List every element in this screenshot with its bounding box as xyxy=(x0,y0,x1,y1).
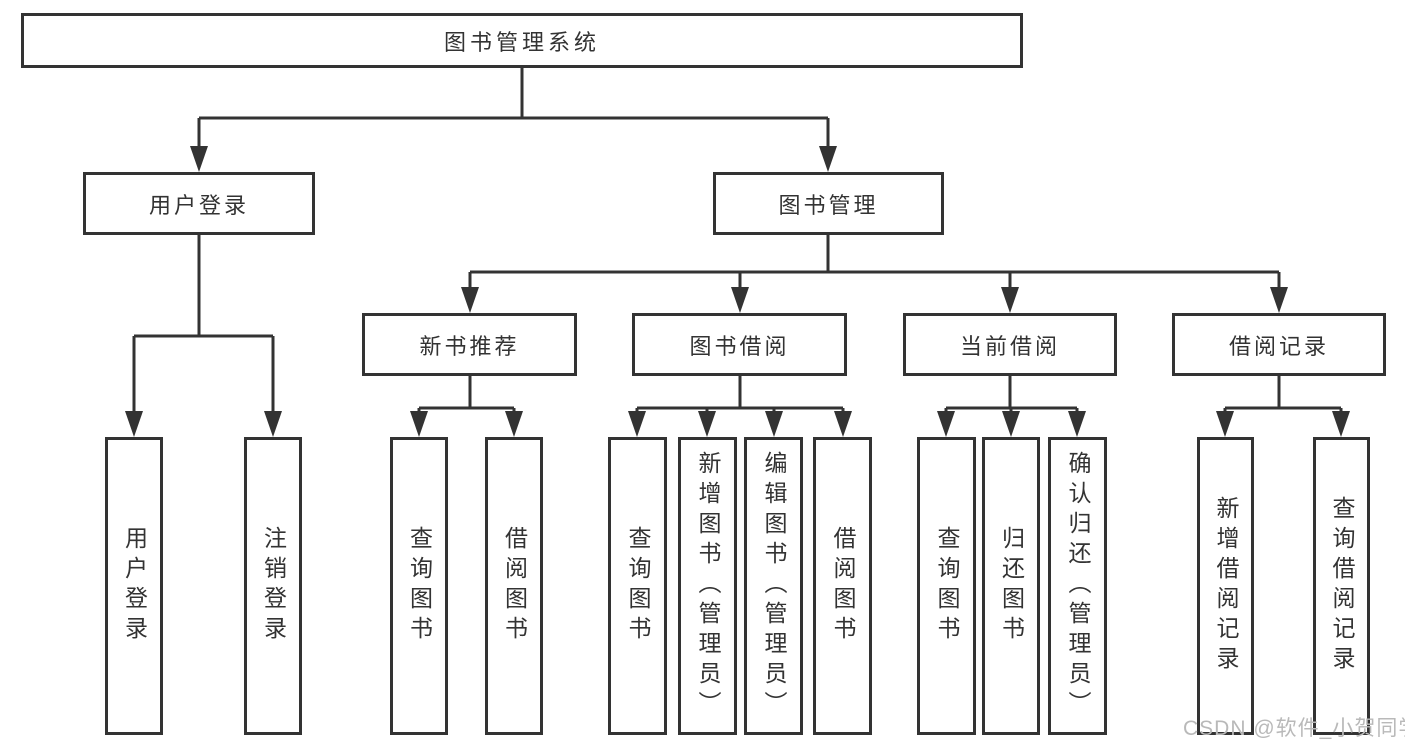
leaf-query-borrowing-record: 查询借阅记录 xyxy=(1313,437,1370,735)
arrowhead xyxy=(190,146,208,172)
arrowhead xyxy=(1332,411,1350,437)
arrowhead xyxy=(505,411,523,437)
leaf-logout: 注销登录 xyxy=(244,437,302,735)
arrowhead xyxy=(937,411,955,437)
node-new-book-recommendation: 新书推荐 xyxy=(362,313,577,376)
edge-root-to-level2 xyxy=(197,68,830,148)
leaf-confirm-return-admin: 确认归还（管理员） xyxy=(1048,437,1107,735)
edge-user-login-to-leaves xyxy=(132,235,275,413)
edge-new-book-rec-to-leaves xyxy=(417,376,516,413)
node-user-login: 用户登录 xyxy=(83,172,315,235)
arrowhead xyxy=(1068,411,1086,437)
leaf-user-login: 用户登录 xyxy=(105,437,163,735)
arrowhead xyxy=(731,287,749,313)
leaf-edit-books-admin: 编辑图书（管理员） xyxy=(744,437,803,735)
arrowhead xyxy=(264,411,282,437)
leaf-borrow-books: 借阅图书 xyxy=(813,437,872,735)
arrowhead xyxy=(410,411,428,437)
arrowhead xyxy=(125,411,143,437)
edge-book-borrow-to-leaves xyxy=(635,376,845,413)
leaf-add-borrowing-record: 新增借阅记录 xyxy=(1197,437,1254,735)
leaf-query-books-borrow: 查询图书 xyxy=(608,437,667,735)
arrowhead xyxy=(461,287,479,313)
arrowhead xyxy=(1270,287,1288,313)
arrowhead xyxy=(1001,287,1019,313)
node-book-borrowing: 图书借阅 xyxy=(632,313,847,376)
arrowhead xyxy=(765,411,783,437)
edge-current-borrow-to-leaves xyxy=(944,376,1079,413)
node-current-borrowing: 当前借阅 xyxy=(903,313,1117,376)
arrowhead xyxy=(1216,411,1234,437)
edge-borrow-records-to-leaves xyxy=(1223,376,1343,413)
leaf-add-books-admin: 新增图书（管理员） xyxy=(678,437,737,735)
arrowhead xyxy=(834,411,852,437)
arrowhead xyxy=(698,411,716,437)
csdn-watermark: CSDN @软件_小贺同学 xyxy=(1183,717,1405,740)
leaf-query-books-recommend: 查询图书 xyxy=(390,437,448,735)
edge-book-mgmt-to-level3 xyxy=(468,235,1281,290)
arrowhead xyxy=(819,146,837,172)
leaf-return-books: 归还图书 xyxy=(982,437,1040,735)
node-book-management: 图书管理 xyxy=(713,172,944,235)
arrowhead xyxy=(628,411,646,437)
leaf-query-books-current: 查询图书 xyxy=(917,437,976,735)
node-library-management-system: 图书管理系统 xyxy=(21,13,1023,68)
leaf-borrow-books-recommend: 借阅图书 xyxy=(485,437,543,735)
node-borrowing-records: 借阅记录 xyxy=(1172,313,1386,376)
arrowhead xyxy=(1002,411,1020,437)
